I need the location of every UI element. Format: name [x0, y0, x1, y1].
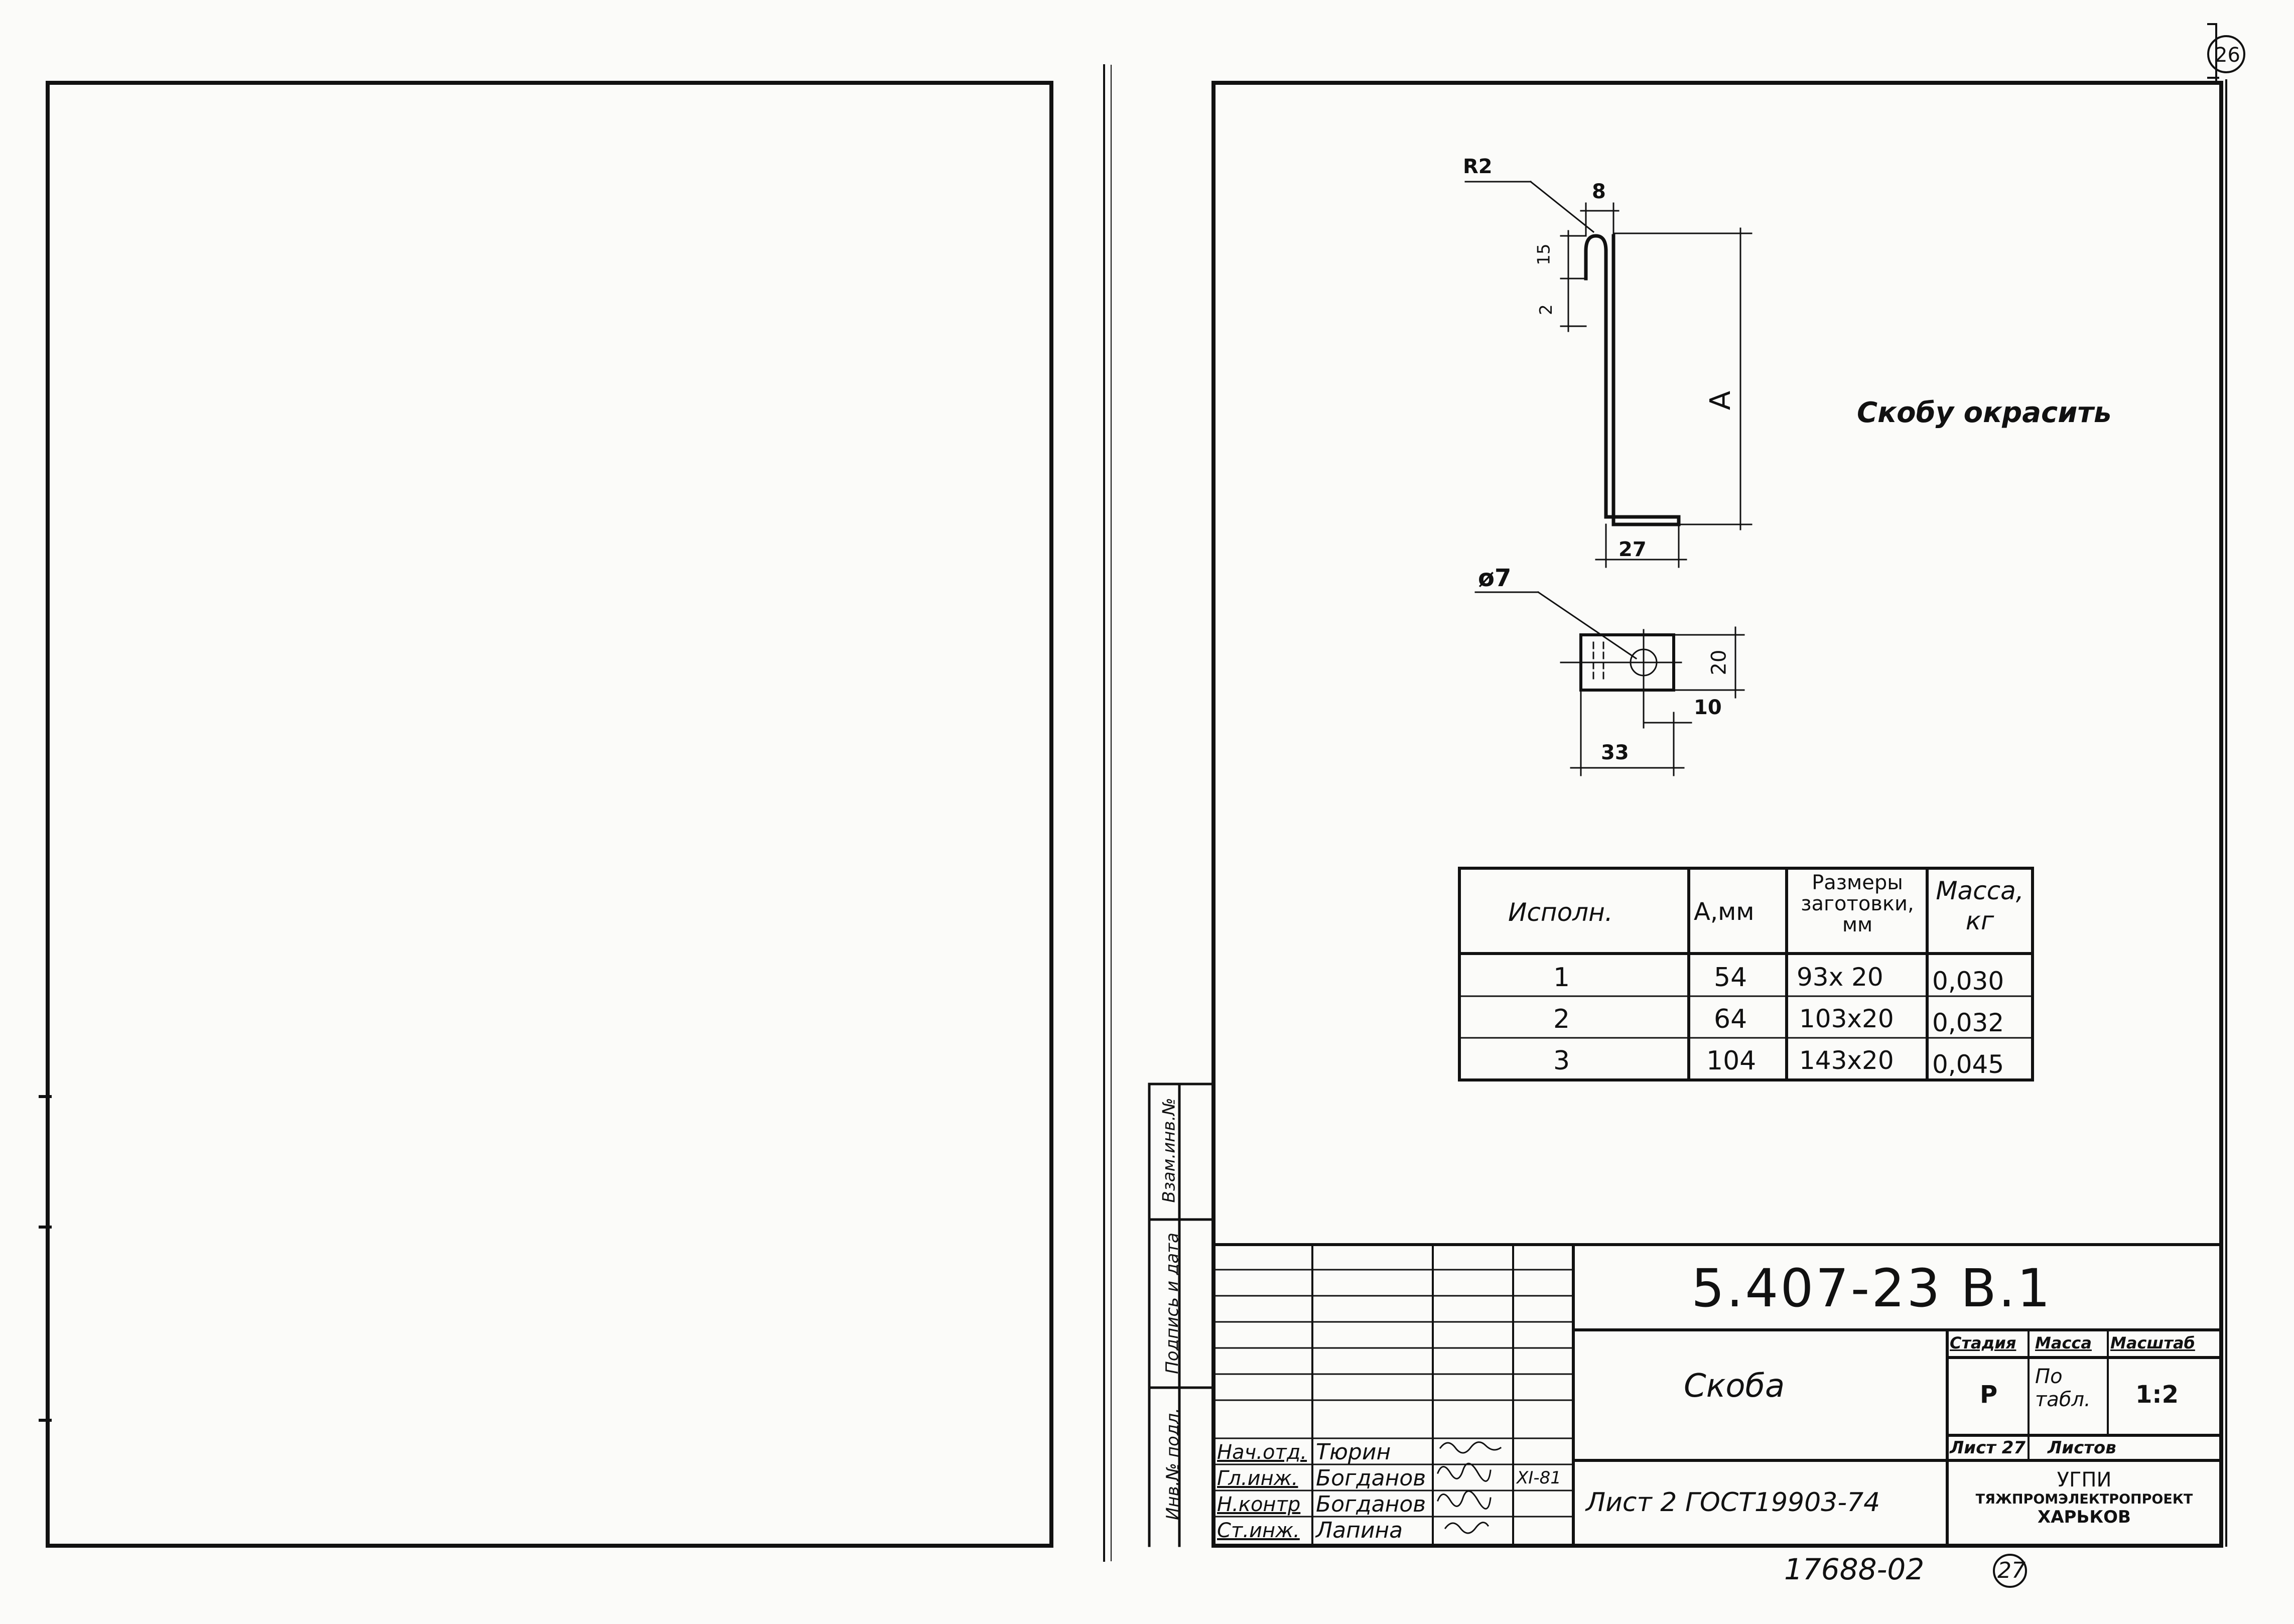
- table-header-blank-size: Размеры заготовки, мм: [1801, 871, 1914, 936]
- organization: УГПИ ТЯЖПРОМЭЛЕКТРОПРОЕКТ ХАРЬКОВ: [1947, 1469, 2221, 1527]
- table-row-2-variant: 2: [1553, 1004, 1570, 1034]
- stamp-inv-podl: Инв.№ подл.: [1162, 1408, 1183, 1520]
- dim-27: 27: [1618, 538, 1647, 561]
- signer-name-4: Лапина: [1316, 1518, 1403, 1543]
- dim-A: A: [1704, 390, 1737, 411]
- stamp-vzam-inv: Взам.инв.№: [1159, 1098, 1179, 1203]
- mass-table-grid: [1458, 867, 2034, 1081]
- bracket-side-view: [1584, 234, 1681, 526]
- org-line-3: ХАРЬКОВ: [2038, 1507, 2131, 1528]
- signer-role-3: Н.контр: [1217, 1493, 1301, 1516]
- table-header-a: А,мм: [1694, 898, 1755, 926]
- table-row-2-size: 103х20: [1799, 1004, 1894, 1033]
- table-header-mass: Масса, кг: [1936, 876, 2024, 935]
- signer-name-1: Тюрин: [1316, 1439, 1391, 1465]
- org-line-2: ТЯЖПРОМЭЛЕКТРОПРОЕКТ: [1975, 1492, 2193, 1507]
- table-row-1-mass: 0,030: [1932, 967, 2004, 996]
- stadia-label: Стадия: [1950, 1333, 2016, 1352]
- drawing-reference: Лист 2 ГОСТ19903-74: [1586, 1487, 1880, 1518]
- bottom-number-circle: [1993, 1554, 2027, 1588]
- dim-20: 20: [1707, 649, 1731, 675]
- dim-15: 15: [1534, 243, 1554, 265]
- table-row-3-mass: 0,045: [1932, 1050, 2004, 1079]
- org-line-1: УГПИ: [2057, 1468, 2112, 1492]
- bottom-number: 27: [1997, 1558, 2026, 1583]
- table-row-1-size: 93х 20: [1797, 963, 1883, 992]
- archive-code: 17688-02: [1784, 1552, 1925, 1586]
- right-page-frame: [1211, 81, 2223, 1548]
- drawing-name: Скоба: [1684, 1368, 1785, 1405]
- dim-8: 8: [1592, 180, 1606, 203]
- sheets-total-label: Листов: [2048, 1438, 2116, 1458]
- table-row-3-variant: 3: [1553, 1046, 1570, 1076]
- hole-label: ø7: [1478, 564, 1512, 592]
- radius-label: R2: [1463, 155, 1493, 178]
- side-view-dimensions: [1464, 180, 1752, 568]
- drawing-designation: 5.407-23 В.1: [1691, 1258, 2053, 1319]
- dim-10: 10: [1694, 696, 1722, 719]
- signer-role-4: Ст.инж.: [1217, 1519, 1300, 1542]
- table-row-2-mass: 0,032: [1932, 1008, 2004, 1037]
- signer-name-2: Богданов: [1316, 1465, 1426, 1491]
- paint-note: Скобу окрасить: [1857, 396, 2112, 429]
- table-row-3-size: 143х20: [1799, 1046, 1894, 1075]
- massa-label: Масса: [2035, 1333, 2092, 1352]
- approval-date: XI-81: [1517, 1468, 1561, 1488]
- table-header-variant: Исполн.: [1508, 898, 1613, 927]
- masshtab-label: Масштаб: [2110, 1333, 2195, 1352]
- table-row-1-variant: 1: [1553, 963, 1570, 993]
- stamp-podpis-data: Подпись и дата: [1162, 1233, 1182, 1374]
- page-number-circle: [2207, 35, 2245, 73]
- signatures: [1437, 1441, 1502, 1534]
- masshtab-value: 1:2: [2135, 1381, 2179, 1409]
- massa-value: По табл.: [2035, 1365, 2091, 1411]
- sheet-number: Лист 27: [1950, 1438, 2026, 1458]
- dim-33: 33: [1601, 741, 1629, 764]
- table-row-2-a: 64: [1714, 1004, 1747, 1034]
- table-row-1-a: 54: [1714, 963, 1747, 993]
- table-row-3-a: 104: [1706, 1046, 1757, 1076]
- side-stamp-grid: [1148, 1082, 1215, 1547]
- left-page-frame: [46, 81, 1053, 1548]
- signer-role-2: Гл.инж.: [1217, 1467, 1298, 1490]
- page-number: 26: [2215, 44, 2240, 67]
- dim-2: 2: [1536, 304, 1556, 315]
- stadia-value: Р: [1980, 1381, 1998, 1409]
- signer-name-3: Богданов: [1316, 1492, 1426, 1517]
- signer-role-1: Нач.отд.: [1217, 1441, 1307, 1464]
- title-block-grid: [1212, 1243, 2223, 1547]
